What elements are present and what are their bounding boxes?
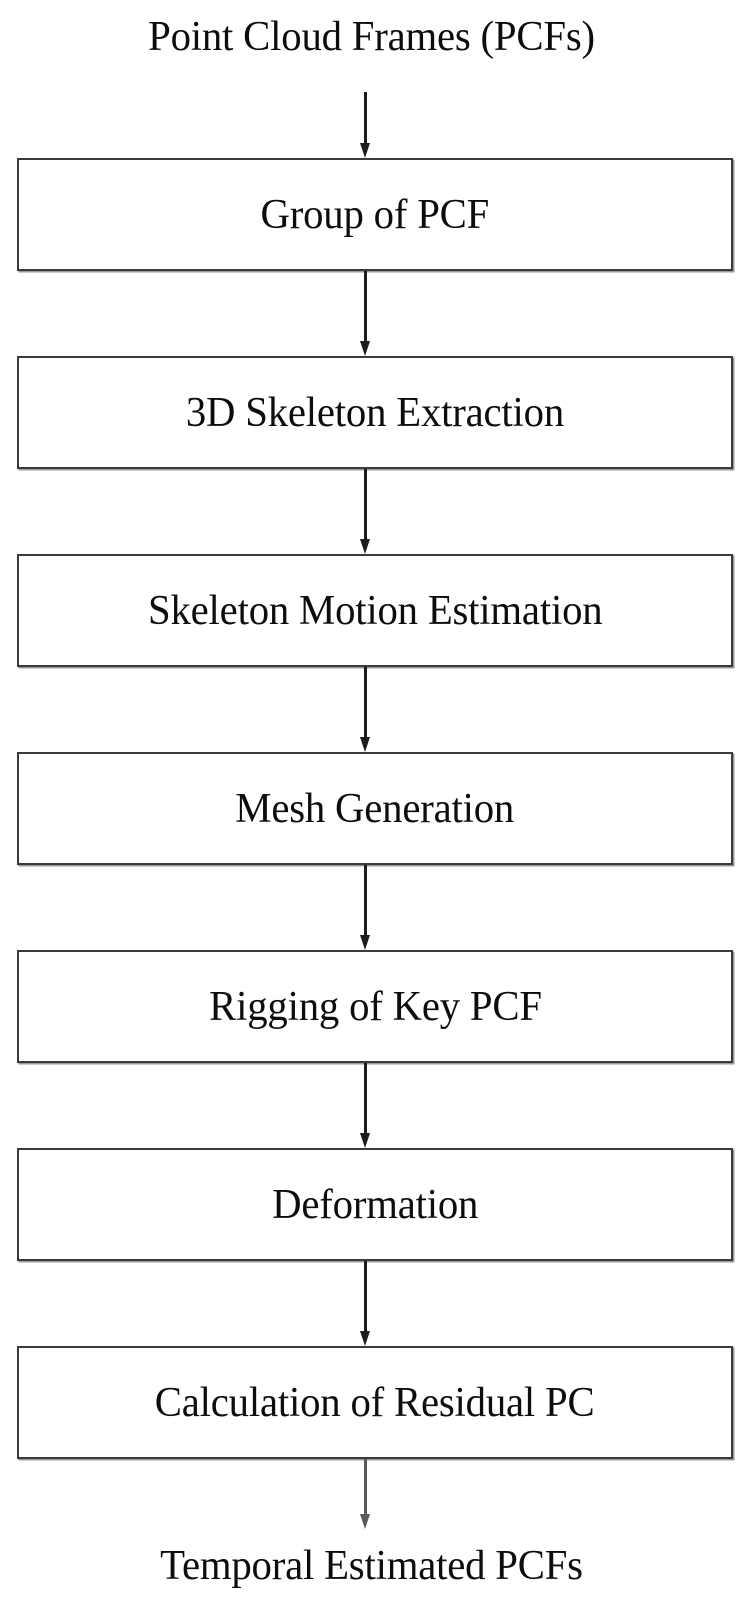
arrow-step-3-to-step-4 (360, 667, 371, 752)
arrow-step-1-to-step-2 (360, 271, 371, 356)
arrow-shaft (364, 865, 367, 935)
arrow-step-5-to-step-6 (360, 1063, 371, 1148)
process-box-label: Skeleton Motion Estimation (147, 587, 603, 634)
arrow-shaft (364, 1261, 367, 1331)
arrow-step-7-to-output (360, 1459, 371, 1529)
arrow-shaft (364, 271, 367, 341)
process-box-group-of-pcf[interactable]: Group of PCF (17, 158, 733, 271)
process-box-label: 3D Skeleton Extraction (185, 389, 565, 436)
process-box-label: Calculation of Residual PC (155, 1379, 595, 1426)
arrow-head-icon (360, 341, 370, 356)
arrow-shaft (364, 1063, 367, 1133)
process-box-label: Mesh Generation (235, 785, 515, 832)
arrow-input-to-step-1 (360, 92, 371, 158)
process-box-calculation-of-residual-pc[interactable]: Calculation of Residual PC (17, 1346, 733, 1459)
arrow-head-icon (360, 1514, 370, 1529)
output-label: Temporal Estimated PCFs (160, 1543, 583, 1589)
arrow-head-icon (360, 143, 370, 158)
arrow-head-icon (360, 539, 370, 554)
arrow-shaft (364, 92, 367, 143)
process-box-rigging-of-key-pcf[interactable]: Rigging of Key PCF (17, 950, 733, 1063)
process-box-label: Rigging of Key PCF (208, 983, 542, 1030)
arrow-step-4-to-step-5 (360, 865, 371, 950)
arrow-step-2-to-step-3 (360, 469, 371, 554)
arrow-step-6-to-step-7 (360, 1261, 371, 1346)
arrow-shaft (364, 1459, 367, 1514)
arrow-shaft (364, 667, 367, 737)
process-box-label: Deformation (271, 1181, 479, 1228)
input-label: Point Cloud Frames (PCFs) (148, 14, 595, 60)
arrow-shaft (364, 469, 367, 539)
process-box-skeleton-motion-estimation[interactable]: Skeleton Motion Estimation (17, 554, 733, 667)
arrow-head-icon (360, 737, 370, 752)
arrow-head-icon (360, 1133, 370, 1148)
process-box-deformation[interactable]: Deformation (17, 1148, 733, 1261)
arrow-head-icon (360, 1331, 370, 1346)
process-box-mesh-generation[interactable]: Mesh Generation (17, 752, 733, 865)
arrow-head-icon (360, 935, 370, 950)
process-box-label: Group of PCF (260, 191, 490, 238)
process-box-3d-skeleton-extraction[interactable]: 3D Skeleton Extraction (17, 356, 733, 469)
